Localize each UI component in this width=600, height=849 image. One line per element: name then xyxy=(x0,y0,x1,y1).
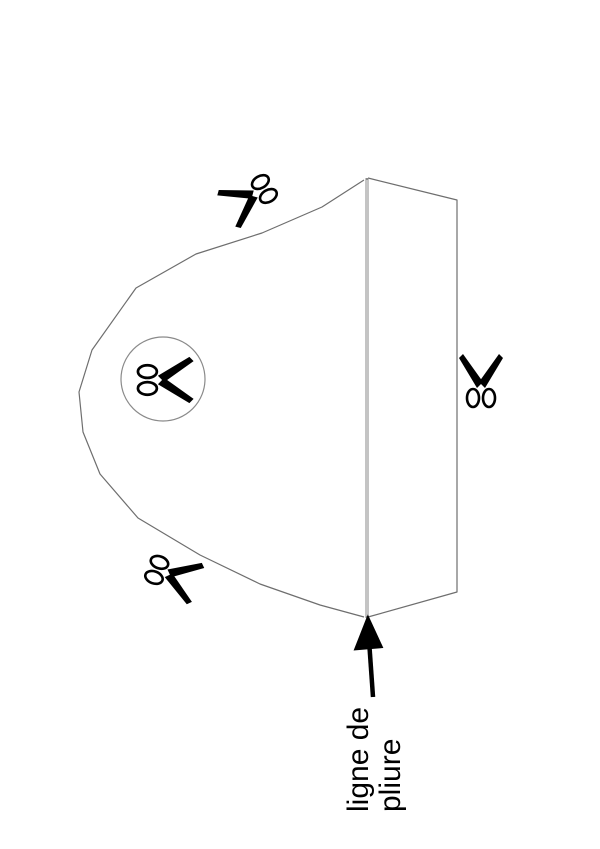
arrow-up-icon xyxy=(353,614,384,698)
scissors-icon xyxy=(139,544,207,607)
scissors-icon xyxy=(213,164,285,232)
scissors-icon xyxy=(136,355,195,405)
scissors-icon xyxy=(457,352,505,409)
fold-line-label: ligne de pliure xyxy=(342,707,407,812)
rectangular-panel xyxy=(367,177,458,618)
label-line1: ligne de xyxy=(342,707,375,812)
circle-cutout xyxy=(120,336,206,422)
label-line2: pliure xyxy=(374,739,407,812)
curved-pattern-piece xyxy=(78,179,365,618)
